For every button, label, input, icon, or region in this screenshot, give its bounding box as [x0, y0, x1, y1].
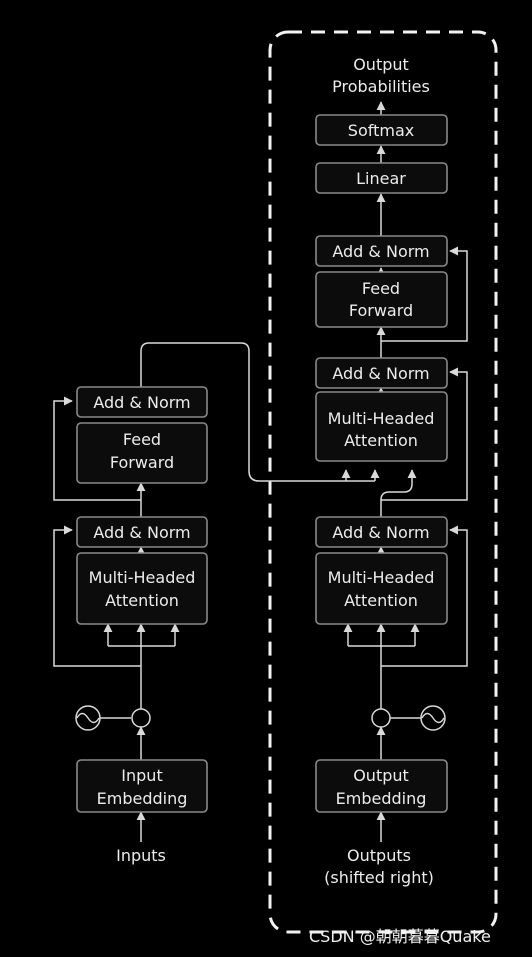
decoder-output-embedding: Output Embedding — [315, 759, 448, 813]
output-probabilities-label-line2: Probabilities — [332, 77, 430, 96]
svg-text:Add & Norm: Add & Norm — [332, 364, 429, 383]
encoder-attention: Multi-Headed Attention — [76, 552, 208, 625]
encoder-add-norm-bottom: Add & Norm — [76, 516, 208, 548]
svg-text:Add & Norm: Add & Norm — [93, 393, 190, 412]
svg-text:Embedding: Embedding — [97, 789, 188, 808]
svg-text:Attention: Attention — [344, 431, 418, 450]
decoder-feed-forward: Feed Forward — [315, 271, 448, 328]
encoder-feed-forward: Feed Forward — [76, 422, 208, 484]
decoder-positional-encoding — [371, 705, 446, 731]
encoder-input-embedding: Input Embedding — [76, 759, 208, 813]
encoder-inputs-label: Inputs — [116, 846, 166, 865]
svg-text:Embedding: Embedding — [336, 789, 427, 808]
decoder-linear: Linear — [315, 162, 448, 194]
svg-text:Linear: Linear — [356, 169, 406, 188]
svg-text:Input: Input — [121, 766, 162, 785]
decoder-outputs-label-line1: Outputs — [347, 846, 411, 865]
add-icon — [371, 708, 391, 728]
svg-text:Attention: Attention — [105, 591, 179, 610]
svg-text:Add & Norm: Add & Norm — [93, 523, 190, 542]
decoder-add-norm-self: Add & Norm — [315, 516, 448, 548]
svg-text:Add & Norm: Add & Norm — [332, 242, 429, 261]
encoder-positional-encoding — [75, 705, 151, 731]
decoder-container — [268, 30, 498, 934]
output-probabilities-label-line1: Output — [353, 55, 409, 74]
decoder-cross-attention: Multi-Headed Attention — [315, 391, 448, 462]
svg-text:Softmax: Softmax — [348, 121, 414, 140]
svg-text:Multi-Headed: Multi-Headed — [89, 568, 196, 587]
svg-text:Output: Output — [353, 766, 409, 785]
decoder-outputs-label-line2: (shifted right) — [324, 868, 434, 887]
decoder-add-norm-ff: Add & Norm — [315, 235, 448, 267]
decoder-wires — [343, 101, 468, 842]
add-icon — [131, 708, 151, 728]
svg-text:Forward: Forward — [110, 453, 174, 472]
encoder-add-norm-top: Add & Norm — [76, 386, 208, 418]
svg-text:Multi-Headed: Multi-Headed — [328, 409, 435, 428]
svg-text:Feed: Feed — [362, 279, 400, 298]
watermark: CSDN @朝朝暮暮Quake — [309, 927, 491, 946]
decoder-self-attention: Multi-Headed Attention — [315, 552, 448, 625]
decoder-add-norm-cross: Add & Norm — [315, 357, 448, 389]
encoder-wires — [53, 342, 380, 842]
svg-text:Multi-Headed: Multi-Headed — [328, 568, 435, 587]
decoder-softmax: Softmax — [315, 114, 448, 146]
svg-text:Attention: Attention — [344, 591, 418, 610]
svg-text:Add & Norm: Add & Norm — [332, 523, 429, 542]
svg-text:Forward: Forward — [349, 301, 413, 320]
svg-text:Feed: Feed — [123, 430, 161, 449]
